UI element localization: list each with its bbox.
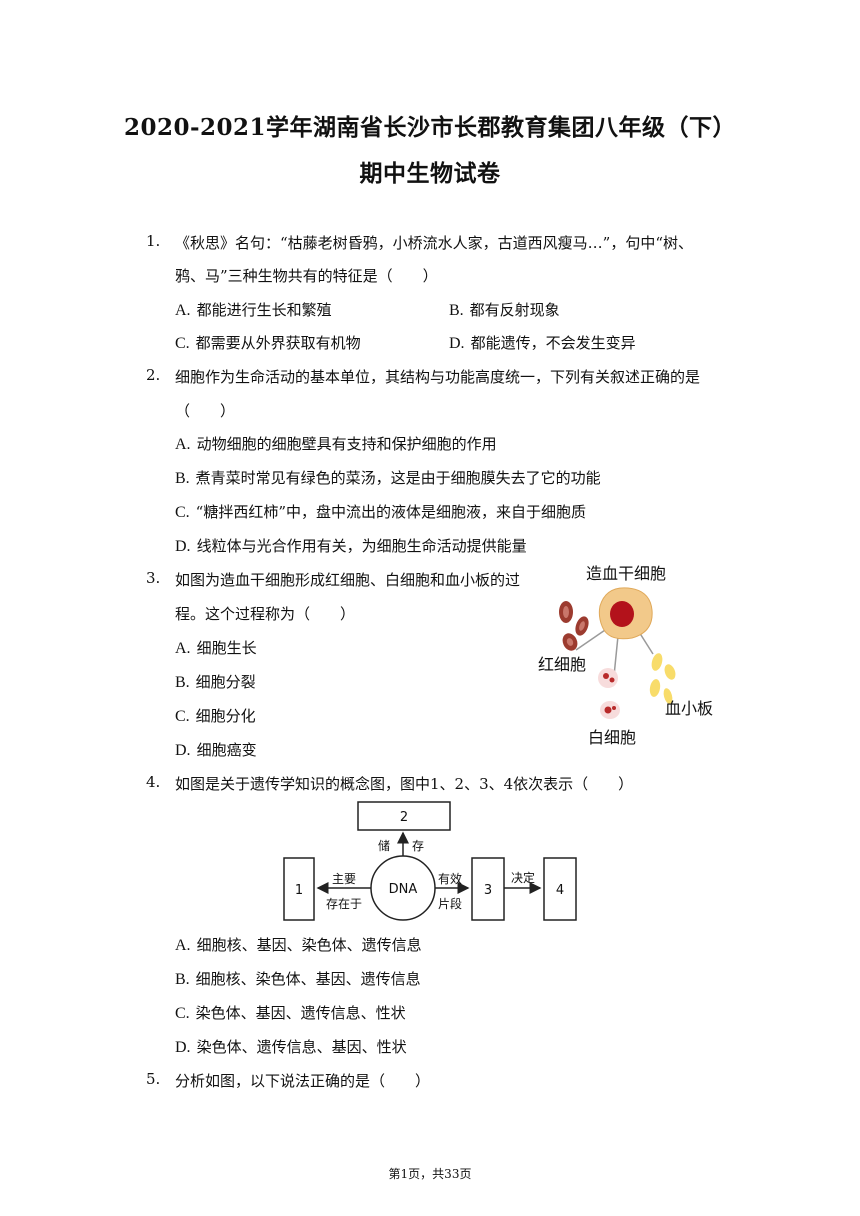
platelet-shape: [649, 679, 661, 697]
red-cell-label: 红细胞: [538, 655, 586, 674]
option-a: A.细胞生长: [175, 639, 257, 657]
question-text: 如图为造血干细胞形成红细胞、白细胞和血小板的过: [175, 571, 521, 589]
stem-cell-label: 造血干细胞: [586, 564, 666, 583]
stem-cell-nucleus: [610, 601, 634, 627]
question-number: 2.: [146, 366, 161, 384]
concept-box-4: [543, 857, 577, 921]
option-c: C.细胞分化: [175, 707, 256, 725]
question-text: 分析如图，以下说法正确的是（ ）: [175, 1072, 431, 1090]
concept-box-2: [357, 801, 451, 831]
concept-box-1: [283, 857, 315, 921]
question-text: 《秋思》名句：“枯藤老树昏鸦，小桥流水人家，古道西风瘦马…”，句中“树、: [175, 234, 694, 252]
platelet-shape: [664, 664, 676, 680]
question-number: 5.: [146, 1070, 161, 1088]
blood-cell-figure: 造血干细胞 红细胞 白细胞 血小板: [538, 564, 713, 747]
option-d: D.都能遗传，不会发生变异: [449, 334, 636, 352]
option-c: C.“糖拌西红柿”中，盘中流出的液体是细胞液，来自于细胞质: [175, 503, 587, 521]
option-b: B.细胞分裂: [175, 673, 256, 691]
concept-box-3: [471, 857, 505, 921]
option-a: A.都能进行生长和繁殖: [175, 301, 332, 319]
question-text: 如图是关于遗传学知识的概念图，图中1、2、3、4依次表示（ ）: [175, 775, 634, 793]
platelet-shape: [651, 653, 663, 671]
genetics-concept-map: 2 1 DNA 3 4 储 存 主要 存在于 有效 片段 决定: [283, 801, 577, 921]
svg-text:主要: 主要: [332, 872, 356, 886]
option-a: A.动物细胞的细胞壁具有支持和保护细胞的作用: [175, 435, 497, 453]
question-number: 3.: [146, 569, 161, 587]
question-text: 细胞作为生命活动的基本单位，其结构与功能高度统一，下列有关叙述正确的是: [175, 368, 701, 386]
option-c: C.染色体、基因、遗传信息、性状: [175, 1004, 406, 1022]
svg-text:决定: 决定: [511, 870, 535, 885]
svg-text:DNA: DNA: [389, 882, 418, 897]
question-number: 4.: [146, 773, 161, 791]
svg-text:片段: 片段: [438, 896, 462, 911]
svg-text:储: 储: [378, 838, 390, 853]
svg-text:存: 存: [412, 839, 424, 853]
option-d: D.线粒体与光合作用有关，为细胞生命活动提供能量: [175, 537, 527, 555]
option-d: D.细胞癌变: [175, 741, 257, 759]
question-text: 程。这个过程称为（ ）: [175, 605, 356, 623]
white-cell-label: 白细胞: [588, 728, 636, 747]
platelet-label: 血小板: [665, 699, 713, 718]
svg-text:存在于: 存在于: [326, 897, 362, 911]
exam-title-line1: 2020-2021学年湖南省长沙市长郡教育集团八年级（下）: [123, 114, 737, 141]
question-text: （ ）: [175, 402, 236, 420]
option-d: D.染色体、遗传信息、基因、性状: [175, 1038, 407, 1056]
svg-text:4: 4: [556, 883, 564, 898]
exam-title-line2: 期中生物试卷: [359, 160, 501, 187]
question-text: 鸦、马”三种生物共有的特征是（ ）: [175, 267, 438, 285]
option-c: C.都需要从外界获取有机物: [175, 334, 361, 352]
page-footer: 第1页，共33页: [388, 1167, 472, 1181]
svg-text:3: 3: [484, 883, 492, 898]
svg-text:1: 1: [295, 883, 303, 898]
option-b: B.细胞核、染色体、基因、遗传信息: [175, 970, 421, 988]
svg-text:有效: 有效: [438, 871, 462, 886]
option-b: B.煮青菜时常见有绿色的菜汤，这是由于细胞膜失去了它的功能: [175, 469, 601, 487]
svg-text:2: 2: [400, 810, 408, 825]
platelet-shape: [663, 688, 673, 704]
option-b: B.都有反射现象: [449, 301, 560, 319]
option-a: A.细胞核、基因、染色体、遗传信息: [175, 936, 422, 954]
question-number: 1.: [146, 232, 161, 250]
